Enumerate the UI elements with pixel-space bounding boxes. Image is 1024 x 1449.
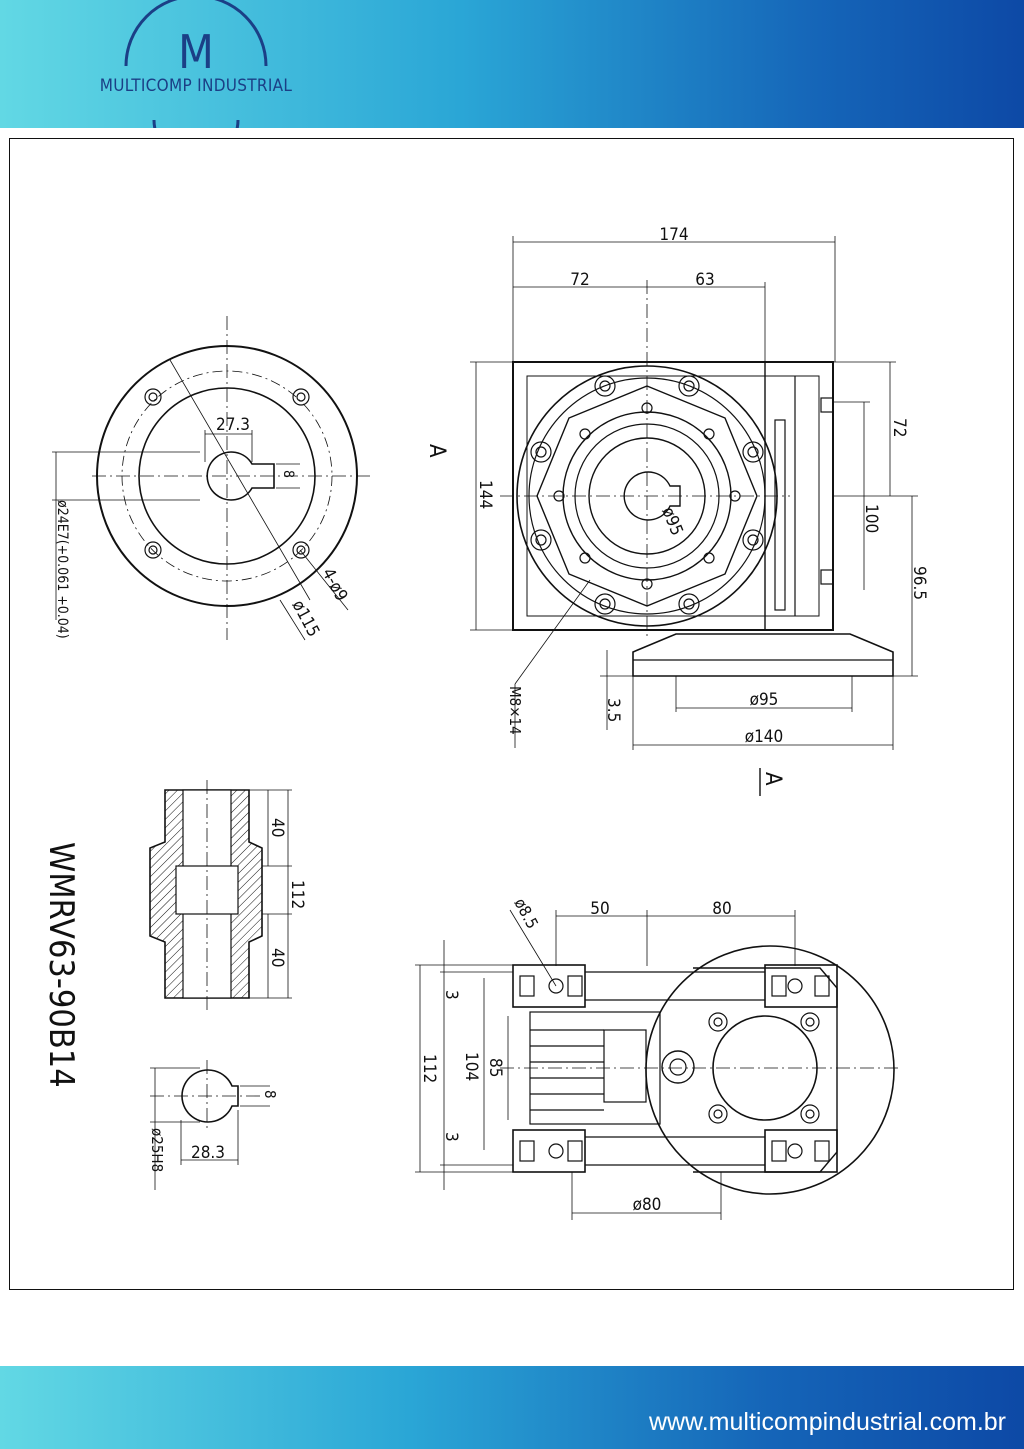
dim-27-3: 27.3	[216, 415, 250, 435]
section-label-bottom: A	[760, 772, 785, 786]
gearbox-side-view	[415, 909, 900, 1220]
brand-logo[interactable]: M MULTICOMP INDUSTRIAL	[86, 0, 306, 128]
dim-28-3: 28.3	[191, 1143, 225, 1163]
dim-4x9: 4-ø9	[318, 565, 352, 605]
dim-72-right: 72	[889, 418, 909, 437]
dim-144: 144	[475, 480, 495, 509]
dim-8-key: 8	[261, 1090, 279, 1099]
header-banner: M MULTICOMP INDUSTRIAL	[0, 0, 1024, 128]
keyed-bore-view	[150, 1060, 270, 1190]
dim-3-bottom: 3	[441, 1132, 461, 1142]
dim-100: 100	[861, 504, 881, 533]
gearbox-front-view	[470, 236, 918, 796]
model-label: WMRV63-90B14	[41, 842, 81, 1088]
dim-40-bottom: 40	[267, 948, 287, 967]
dim-72-top: 72	[570, 270, 589, 290]
dim-phi115: ø115	[288, 597, 324, 640]
dim-174: 174	[659, 225, 688, 245]
dim-phi8-5: ø8.5	[510, 895, 542, 932]
dim-phi95-base: ø95	[750, 690, 779, 710]
hollow-shaft-section	[149, 780, 292, 1010]
dim-63: 63	[695, 270, 714, 290]
dim-shaft-tolerance: ø24E7(+0.061 +0.04)	[54, 500, 70, 639]
drawing-frame	[9, 138, 1014, 1290]
logo-letter: M	[178, 25, 214, 79]
dim-112-side: 112	[419, 1054, 439, 1083]
dim-phi140: ø140	[745, 727, 784, 747]
flange-view	[52, 316, 374, 641]
dim-3-5: 3.5	[603, 698, 623, 722]
dim-50: 50	[590, 899, 609, 919]
section-label-top: A	[424, 444, 449, 458]
dim-phi95-bore: ø95	[657, 504, 686, 538]
brand-name: MULTICOMP INDUSTRIAL	[99, 76, 293, 96]
dim-m8x14: M8×14	[506, 686, 524, 735]
dim-85: 85	[485, 1058, 505, 1077]
dim-phi25h8: ø25H8	[148, 1128, 166, 1172]
m-arch-logo-icon: M	[124, 0, 268, 128]
dim-8-flange: 8	[280, 470, 296, 478]
footer-banner: www.multicompindustrial.com.br	[0, 1366, 1024, 1449]
dim-104: 104	[461, 1052, 481, 1081]
website-link[interactable]: www.multicompindustrial.com.br	[648, 1408, 1006, 1436]
dim-80: 80	[712, 899, 731, 919]
dim-112-shaft: 112	[287, 880, 307, 909]
dim-phi80: ø80	[633, 1195, 662, 1215]
dim-96-5: 96.5	[909, 566, 929, 600]
dim-3-top: 3	[441, 990, 461, 1000]
dim-40-top: 40	[267, 818, 287, 837]
